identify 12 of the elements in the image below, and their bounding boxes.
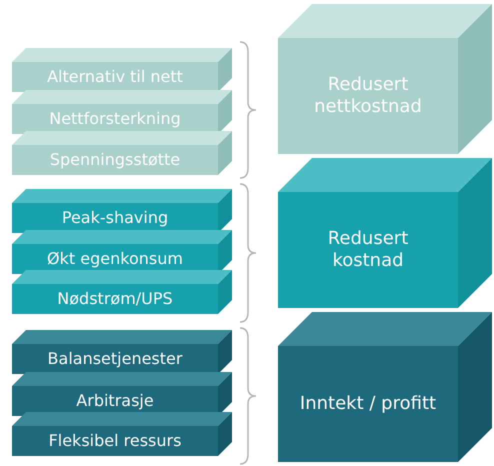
block-label: Redusert nettkostnad bbox=[313, 74, 423, 118]
block-label: Inntekt / profitt bbox=[300, 392, 436, 416]
block-label: Arbitrasje bbox=[76, 391, 154, 411]
block-label: Nettforsterkning bbox=[49, 109, 181, 129]
block-label: Balansetjenester bbox=[48, 349, 182, 369]
block-label: Fleksibel ressurs bbox=[48, 431, 182, 451]
block-label: Peak-shaving bbox=[62, 208, 168, 228]
block-label: Redusert kostnad bbox=[326, 228, 410, 272]
block-label: Spenningsstøtte bbox=[50, 150, 180, 170]
block-label: Nødstrøm/UPS bbox=[57, 289, 173, 309]
block-label: Alternativ til nett bbox=[47, 67, 183, 87]
block-label: Økt egenkonsum bbox=[47, 249, 183, 269]
